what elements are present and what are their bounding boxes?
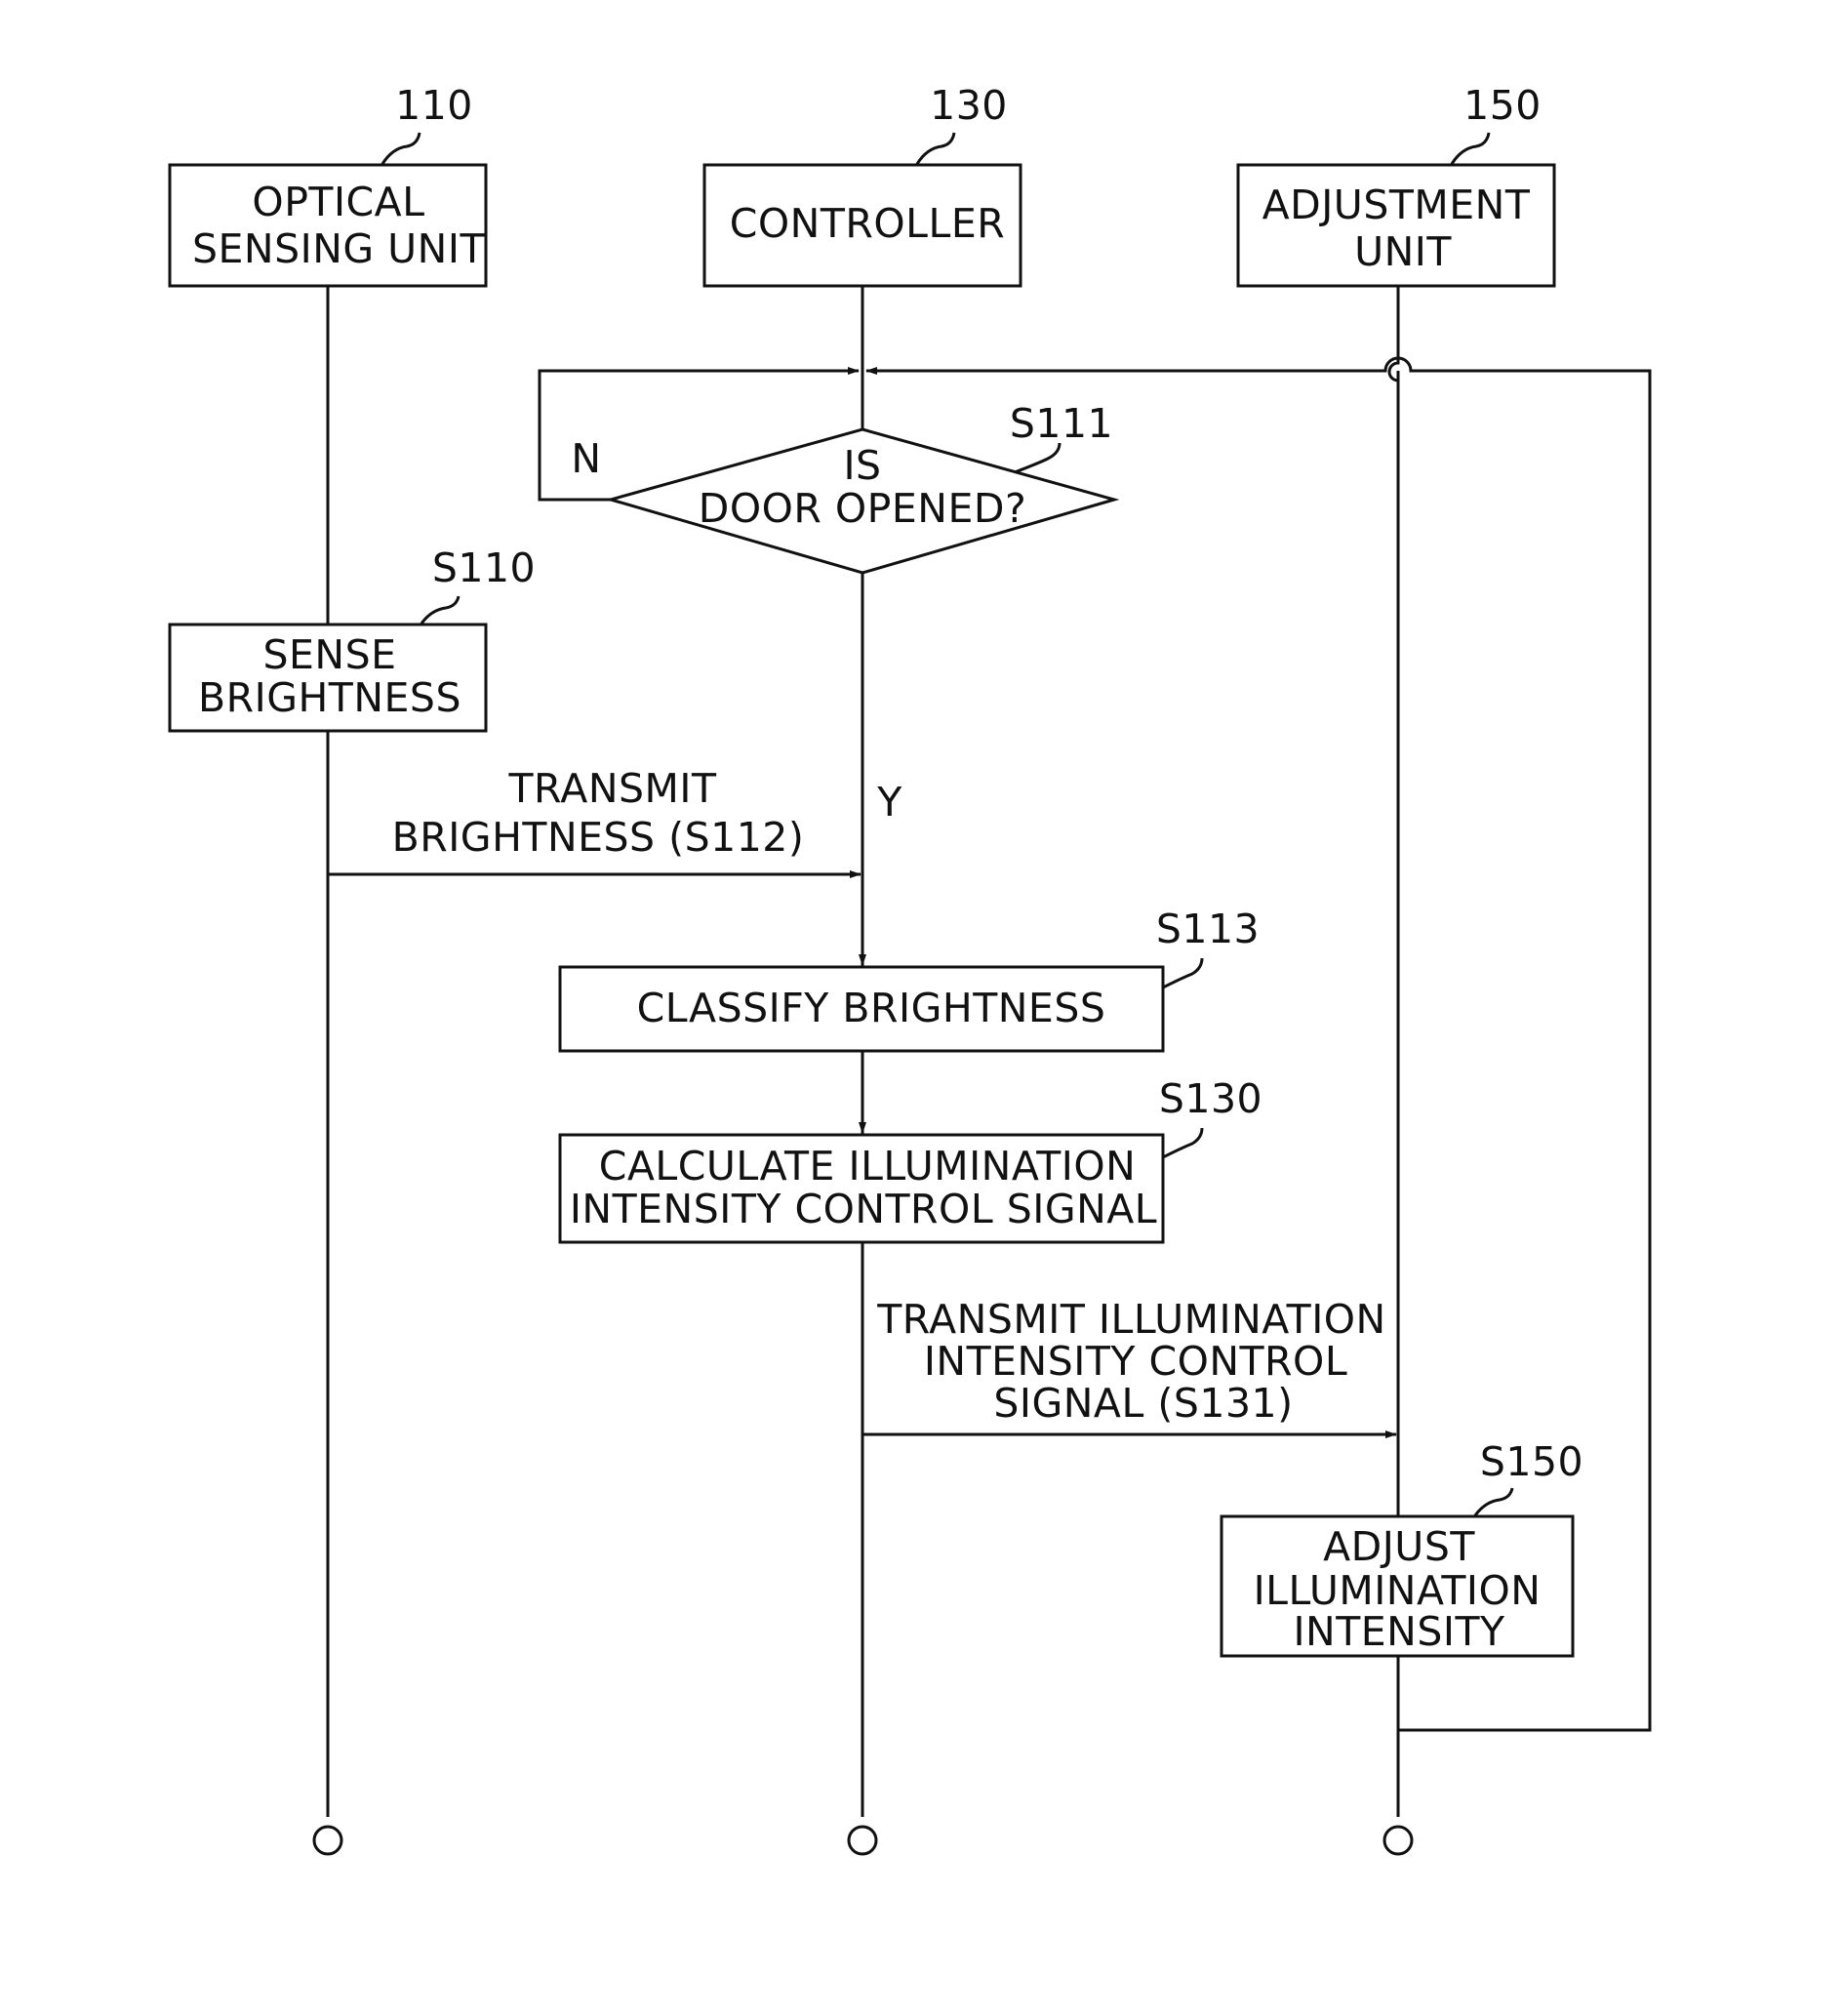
ref-number: 150 [1463,82,1542,129]
message-text-line: INTENSITY CONTROL [924,1338,1347,1385]
ref-number: S150 [1480,1438,1583,1485]
ref-leader-line [917,133,954,164]
message-text-line: TRANSMIT [507,765,717,812]
step-text-line: CALCULATE ILLUMINATION [599,1143,1137,1189]
step-text-line: SENSE [262,631,396,678]
step-text-line: INTENSITY [1293,1608,1505,1655]
step-text-line: ADJUST [1323,1523,1475,1570]
ref-number: S113 [1156,906,1260,952]
lifeline-header-adjustment-unit: ADJUSTMENT UNIT 150 [1238,82,1554,286]
message-text-line: TRANSMIT ILLUMINATION [876,1296,1385,1343]
message-text-line: BRIGHTNESS (S112) [392,814,805,861]
header-title-line: ADJUSTMENT [1262,181,1531,228]
step-calculate-control-signal: CALCULATE ILLUMINATION INTENSITY CONTROL… [560,1075,1262,1242]
ref-number: S111 [1010,400,1113,447]
ref-leader-line [1015,443,1060,472]
header-title-line: CONTROLLER [730,200,1005,247]
ref-number: S110 [432,544,536,591]
header-title-line: SENSING UNIT [192,225,485,272]
message-transmit-brightness: TRANSMIT BRIGHTNESS (S112) [328,765,861,874]
step-adjust-illumination: ADJUST ILLUMINATION INTENSITY S150 [1222,1438,1583,1656]
lifeline-end-terminator [849,1827,876,1854]
ref-number: 130 [930,82,1008,129]
ref-number: 110 [395,82,473,129]
step-text-line: BRIGHTNESS [198,674,461,721]
decision-text-line: IS [843,442,881,489]
ref-leader-line [1452,133,1489,164]
lifeline-header-optical-sensing-unit: OPTICAL SENSING UNIT 110 [170,82,486,286]
lifeline-header-controller: CONTROLLER 130 [704,82,1021,286]
ref-leader-line [421,596,459,624]
step-classify-brightness: CLASSIFY BRIGHTNESS S113 [560,906,1260,1051]
header-title-line: UNIT [1354,228,1452,275]
step-sense-brightness: SENSE BRIGHTNESS S110 [170,544,536,731]
message-text-line: SIGNAL (S131) [993,1380,1293,1427]
decision-door-opened: IS DOOR OPENED? S111 N Y [571,400,1114,826]
ref-number: S130 [1159,1075,1262,1122]
step-text-line: ILLUMINATION [1254,1567,1542,1614]
lifeline-end-terminator [1384,1827,1412,1854]
ref-leader-line [382,133,420,164]
ref-leader-line [1163,958,1202,988]
header-title-line: OPTICAL [252,179,424,225]
lifeline-end-terminator [314,1827,341,1854]
step-text-line: INTENSITY CONTROL SIGNAL [570,1186,1157,1232]
branch-label-yes: Y [876,779,902,826]
branch-label-no: N [571,435,601,482]
ref-leader-line [1475,1488,1512,1515]
decision-text-line: DOOR OPENED? [699,485,1026,532]
ref-leader-line [1163,1128,1202,1157]
step-text-line: CLASSIFY BRIGHTNESS [637,985,1106,1031]
message-transmit-control-signal: TRANSMIT ILLUMINATION INTENSITY CONTROL … [862,1296,1396,1434]
